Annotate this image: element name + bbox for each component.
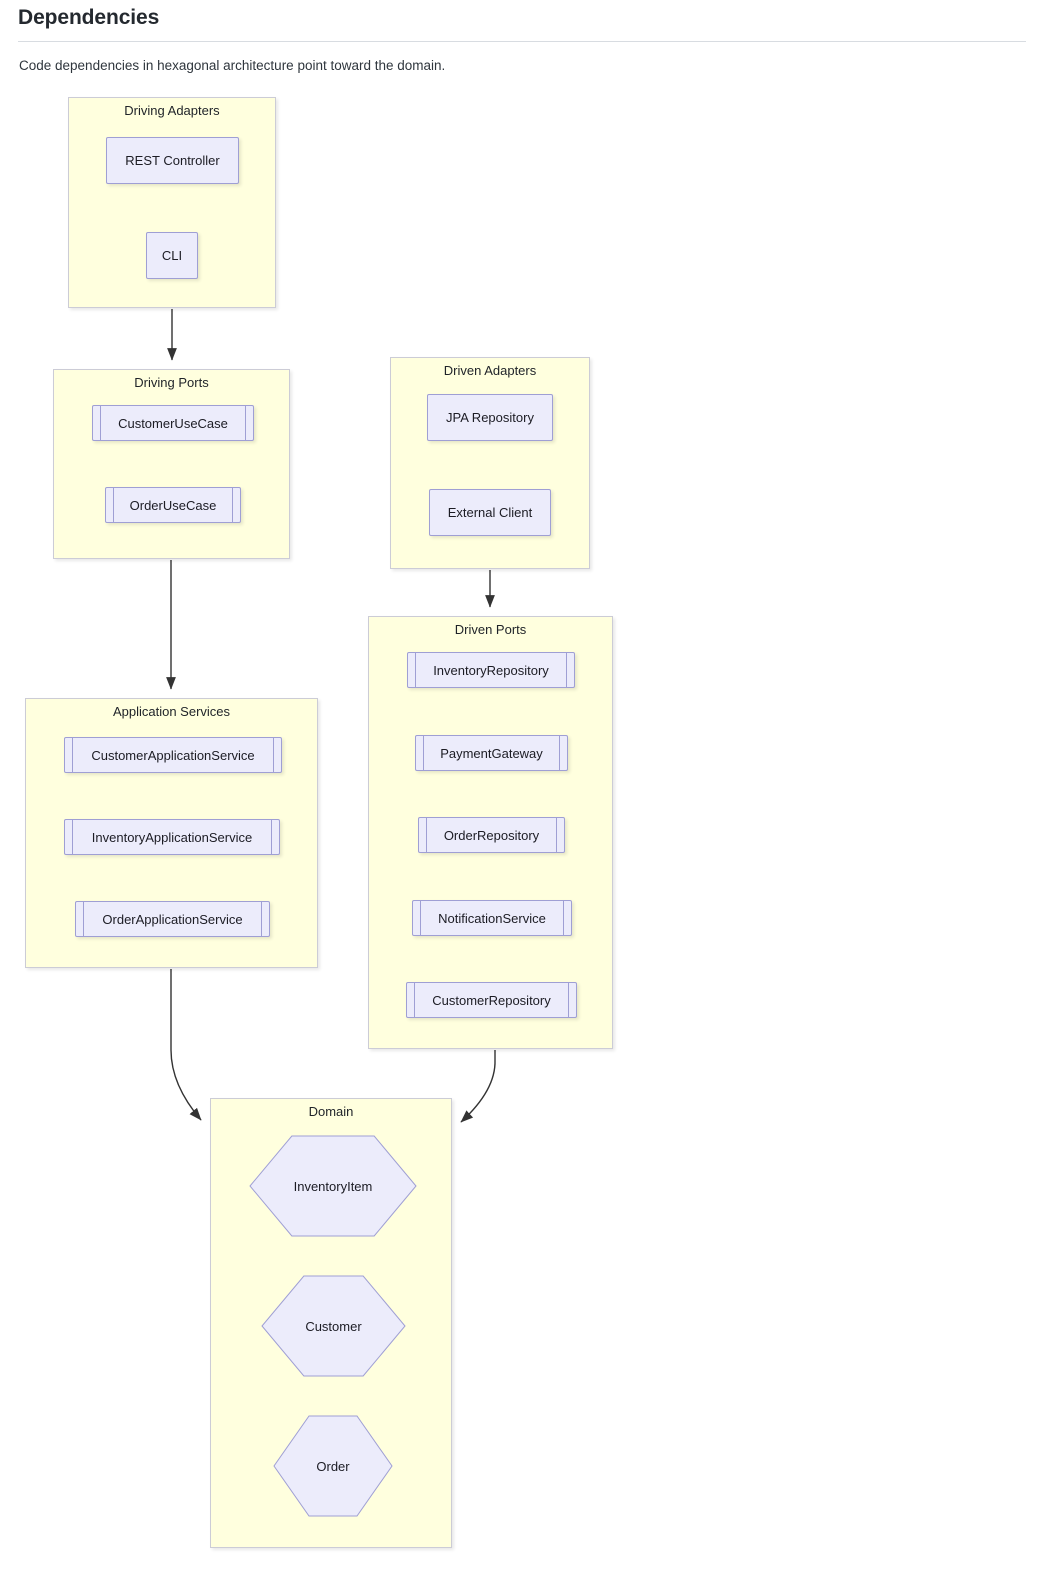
node-label-order-application-service: OrderApplicationService [102,911,243,927]
node-customer-repository[interactable]: CustomerRepository [406,982,577,1018]
node-inventory-repository[interactable]: InventoryRepository [407,652,575,688]
cluster-title-domain: Domain [308,1104,354,1119]
node-cli[interactable]: CLI [146,232,198,279]
node-inventory-application-service[interactable]: InventoryApplicationService [64,819,280,855]
node-label-jpa-repository: JPA Repository [446,410,534,425]
page-title: Dependencies [18,6,160,29]
hexagon-shape [261,1275,406,1377]
edge-driven-ports-to-domain [460,1050,496,1123]
node-label-order-use-case: OrderUseCase [129,497,217,513]
node-label-payment-gateway: PaymentGateway [440,745,543,761]
node-label-inventory-item: InventoryItem [293,1178,373,1194]
node-customer[interactable]: Customer [261,1275,406,1377]
node-label-rest-controller: REST Controller [125,153,220,168]
node-label-customer-repository: CustomerRepository [432,992,551,1008]
node-label-inventory-repository: InventoryRepository [433,662,549,678]
node-label-external-client: External Client [447,505,533,520]
hexagon-shape [273,1415,393,1517]
node-label-customer-application-service: CustomerApplicationService [91,747,255,763]
node-external-client[interactable]: External Client [429,489,551,536]
node-label-order: Order [316,1458,350,1474]
node-order-application-service[interactable]: OrderApplicationService [75,901,270,937]
node-label-inventory-application-service: InventoryApplicationService [91,829,253,845]
node-label-customer: Customer [305,1318,362,1334]
node-order-repository[interactable]: OrderRepository [418,817,565,853]
cluster-title-driving-adapters: Driving Adapters [124,103,220,118]
cluster-title-driving-ports: Driving Ports [134,375,209,390]
node-order-use-case[interactable]: OrderUseCase [105,487,241,523]
title-divider [18,41,1026,42]
node-label-customer-use-case: CustomerUseCase [118,415,228,431]
cluster-title-driven-adapters: Driven Adapters [443,363,537,378]
node-customer-application-service[interactable]: CustomerApplicationService [64,737,282,773]
cluster-title-driven-ports: Driven Ports [454,622,527,637]
node-label-order-repository: OrderRepository [443,827,540,843]
node-inventory-item[interactable]: InventoryItem [249,1135,417,1237]
node-notification-service[interactable]: NotificationService [412,900,572,936]
cluster-title-application-services: Application Services [112,704,231,719]
node-order[interactable]: Order [273,1415,393,1517]
hexagon-shape [249,1135,417,1237]
edge-application-services-to-domain [170,969,202,1121]
node-payment-gateway[interactable]: PaymentGateway [415,735,568,771]
node-rest-controller[interactable]: REST Controller [106,137,239,184]
node-label-notification-service: NotificationService [438,910,546,926]
node-customer-use-case[interactable]: CustomerUseCase [92,405,254,441]
node-jpa-repository[interactable]: JPA Repository [427,394,553,441]
node-label-cli: CLI [161,248,183,263]
page-subtitle: Code dependencies in hexagonal architect… [19,58,446,73]
